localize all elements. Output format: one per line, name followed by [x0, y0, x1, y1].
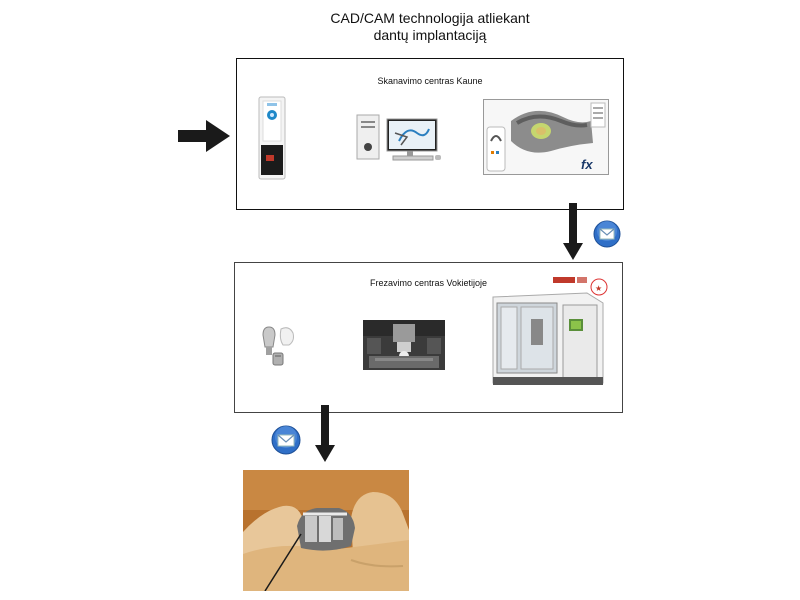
- arrow-down-icon: [315, 405, 335, 462]
- dental-model-photo: [243, 470, 409, 591]
- cad-workstation-image: [356, 114, 441, 161]
- arrow-down-icon: [563, 203, 583, 260]
- milling-center-label: Frezavimo centras Vokietijoje: [369, 278, 488, 288]
- milling-center-box: Frezavimo centras Vokietijoje ★: [234, 262, 623, 413]
- email-icon: [271, 425, 301, 455]
- scanning-center-box: Skanavimo centras Kaune: [236, 58, 624, 210]
- cnc-milling-machine-image: ★: [492, 277, 608, 385]
- cad-software-screen-image: fx: [483, 99, 609, 175]
- title-line-2: dantų implantaciją: [373, 27, 487, 43]
- arrow-right-icon: [178, 120, 230, 152]
- scanner-device-image: [258, 96, 286, 180]
- svg-text:★: ★: [595, 284, 602, 293]
- page-title: CAD/CAM technologija atliekant dantų imp…: [280, 10, 580, 44]
- scanning-center-label: Skanavimo centras Kaune: [377, 76, 483, 86]
- implant-abutments-image: [262, 326, 294, 366]
- milling-spindle-image: [363, 320, 445, 370]
- title-line-1: CAD/CAM technologija atliekant: [330, 10, 530, 26]
- svg-text:fx: fx: [581, 157, 593, 172]
- email-icon: [593, 220, 621, 248]
